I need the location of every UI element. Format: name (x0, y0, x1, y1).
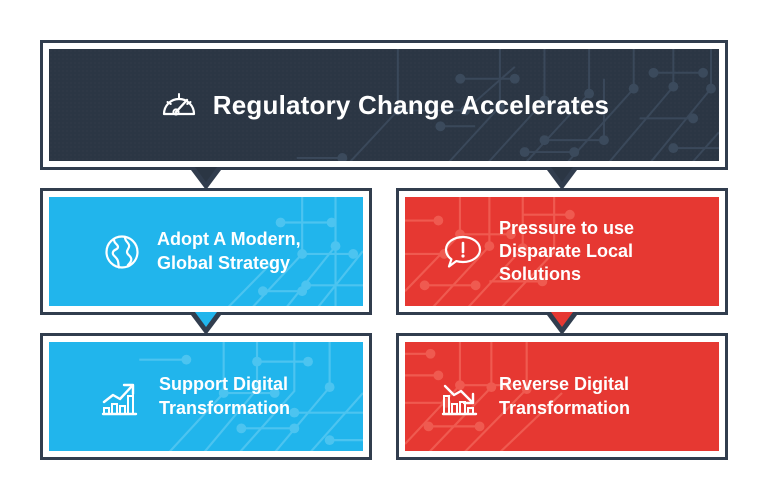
connector-arrow-header-right (551, 167, 573, 182)
card-support-content: Support Digital Transformation (49, 373, 290, 419)
exclamation-speech-bubble-icon (444, 235, 482, 268)
card-pressure-content: Pressure to use Disparate Local Solution… (405, 217, 634, 286)
card-support-label: Support Digital Transformation (159, 373, 290, 419)
header-fill: Regulatory Change Accelerates (49, 49, 719, 161)
connector-arrow-pressure (551, 312, 573, 327)
card-reverse-label: Reverse Digital Transformation (499, 373, 630, 419)
card-reverse-line2: Transformation (499, 397, 631, 418)
card-adopt-fill: Adopt A Modern, Global Strategy (49, 197, 363, 306)
card-reverse-content: Reverse Digital Transformation (405, 373, 630, 419)
globe-icon (105, 234, 139, 269)
card-reverse-fill: Reverse Digital Transformation (405, 342, 719, 451)
card-adopt-line1: Adopt A Modern, (157, 229, 301, 250)
bar-chart-down-arrow-icon (441, 384, 478, 415)
card-pressure-label: Pressure to use Disparate Local Solution… (499, 217, 634, 286)
card-support-fill: Support Digital Transformation (49, 342, 363, 451)
card-adopt-label: Adopt A Modern, Global Strategy (157, 228, 301, 274)
card-adopt-line2: Global Strategy (157, 252, 291, 273)
card-adopt-modern-global-strategy[interactable]: Adopt A Modern, Global Strategy (40, 188, 372, 315)
bar-chart-up-arrow-icon (101, 383, 138, 415)
card-pressure-line2: Disparate Local (499, 240, 634, 261)
card-support-digital-transformation[interactable]: Support Digital Transformation (40, 333, 372, 460)
page-title: Regulatory Change Accelerates (212, 89, 610, 120)
connector-arrow-adopt (195, 312, 217, 327)
card-reverse-line1: Reverse Digital (499, 374, 630, 395)
card-support-line2: Transformation (159, 397, 291, 418)
card-support-line1: Support Digital (159, 374, 288, 395)
card-pressure-line1: Pressure to use (499, 217, 635, 238)
card-pressure-fill: Pressure to use Disparate Local Solution… (405, 197, 719, 306)
card-pressure-disparate-local-solutions[interactable]: Pressure to use Disparate Local Solution… (396, 188, 728, 315)
card-adopt-content: Adopt A Modern, Global Strategy (49, 228, 301, 274)
header-content: Regulatory Change Accelerates (159, 85, 609, 125)
card-reverse-digital-transformation[interactable]: Reverse Digital Transformation (396, 333, 728, 460)
speedometer-icon (162, 93, 195, 116)
connector-arrow-header-left (195, 167, 217, 182)
card-pressure-line3: Solutions (499, 264, 581, 285)
header-card: Regulatory Change Accelerates (40, 40, 728, 170)
